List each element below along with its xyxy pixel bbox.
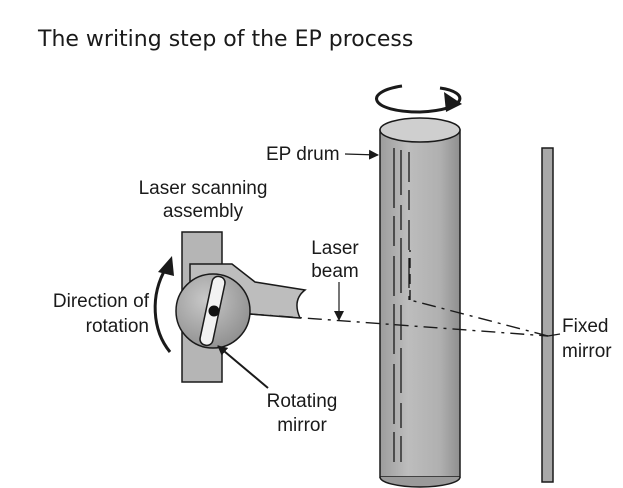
fixed-mirror-label-line1: Fixed	[562, 316, 608, 337]
laser-beam-path	[249, 250, 549, 337]
diagram-title: The writing step of the EP process	[37, 27, 413, 52]
laser-beam-label-line2: beam	[311, 261, 359, 282]
ep-drum	[379, 117, 461, 488]
ep-drum-label: EP drum	[266, 144, 340, 165]
laser-scanning-assembly	[175, 231, 307, 383]
rotating-mirror-label-line1: Rotating	[267, 391, 338, 412]
direction-label-line2: rotation	[86, 316, 149, 337]
fixed-mirror-leader	[547, 333, 561, 337]
rotation-direction-arrow	[153, 256, 174, 353]
ep-drum-leader	[344, 149, 379, 160]
direction-label-line1: Direction of	[53, 291, 150, 312]
rotating-mirror-label-line2: mirror	[277, 415, 327, 436]
rotating-mirror-leader	[217, 345, 269, 389]
drum-rotation-arrow	[375, 84, 462, 114]
fixed-mirror	[541, 147, 554, 483]
laser-beam-label-line1: Laser	[311, 238, 359, 259]
laser-scanning-label-line1: Laser scanning	[139, 178, 268, 199]
fixed-mirror-label-line2: mirror	[562, 341, 612, 362]
laser-scanning-label-line2: assembly	[163, 201, 244, 222]
rotating-mirror	[199, 275, 226, 347]
